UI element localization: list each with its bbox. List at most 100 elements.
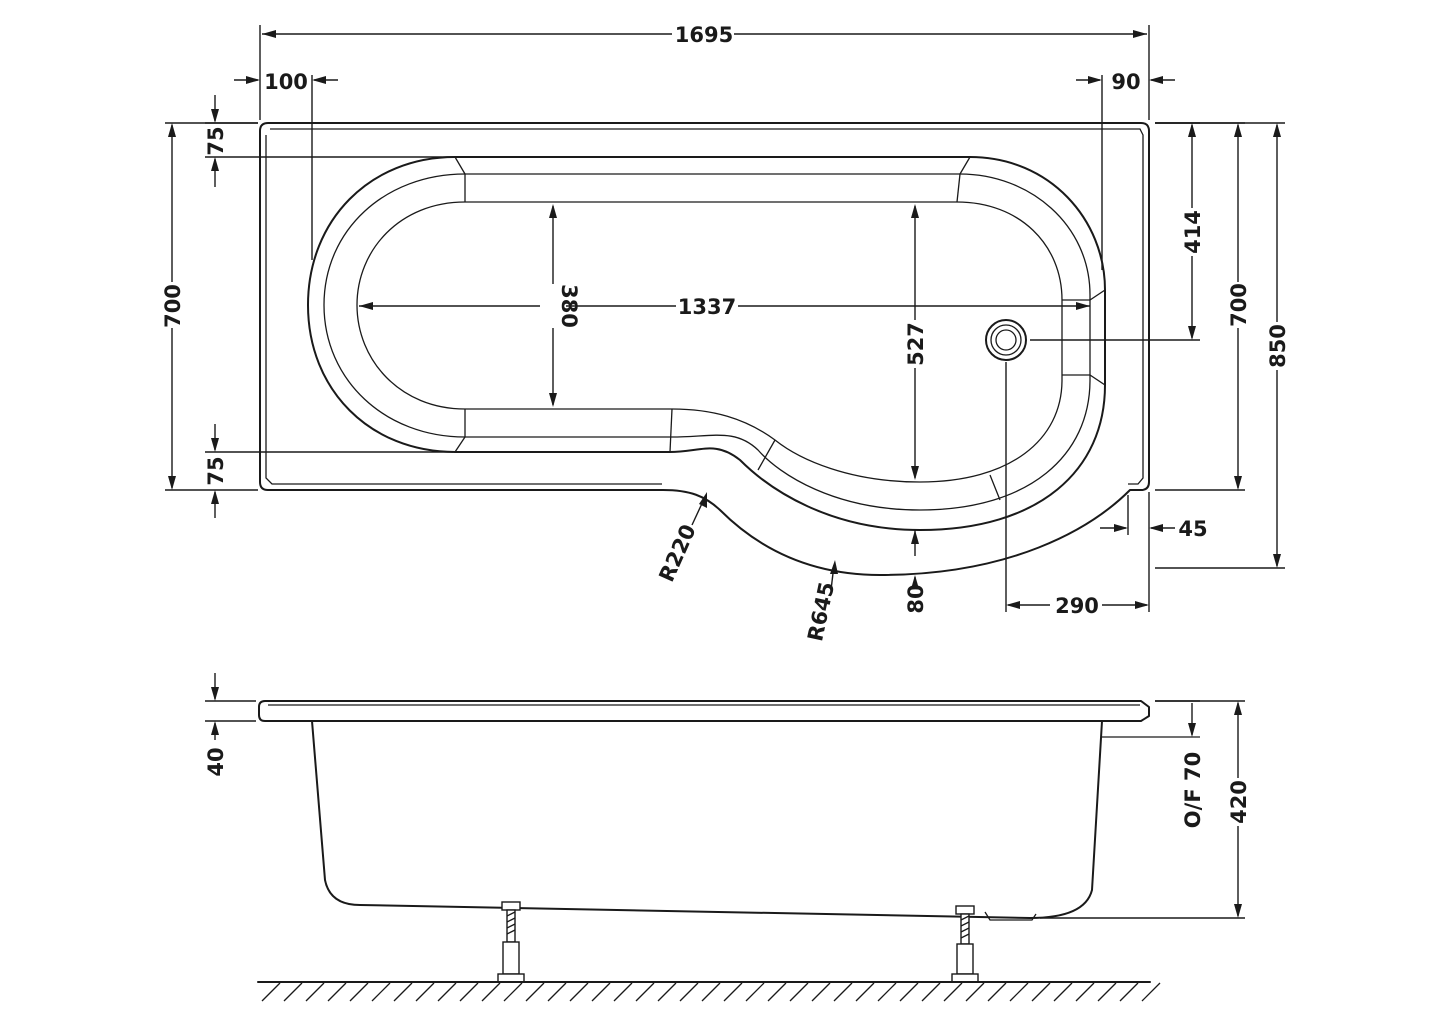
dim-waste-offset-label: 414 bbox=[1181, 210, 1205, 254]
floor-hatch-line bbox=[679, 982, 699, 1002]
dim-waste-from-end: 290 bbox=[1005, 362, 1150, 618]
dim-curve-rim: 80 bbox=[904, 530, 928, 614]
floor-hatch-line bbox=[745, 982, 765, 1002]
floor-hatch-line bbox=[327, 982, 347, 1002]
dim-bath-length-label: 1337 bbox=[678, 295, 736, 319]
dim-waste-offset: 414 bbox=[1030, 122, 1206, 341]
dim-right-width: 700 bbox=[1155, 122, 1252, 491]
dim-bottom-rim-label: 75 bbox=[204, 456, 228, 485]
dim-left-width: 700 bbox=[160, 122, 258, 491]
floor-hatch-line bbox=[503, 982, 523, 1002]
floor-hatch-line bbox=[635, 982, 655, 1002]
floor-hatch-line bbox=[1053, 982, 1073, 1002]
dim-corner-inset-label: 45 bbox=[1178, 517, 1207, 541]
floor-hatch-line bbox=[965, 982, 985, 1002]
floor-hatch-line bbox=[283, 982, 303, 1002]
floor-hatch-line bbox=[899, 982, 919, 1002]
bath-rim-inner bbox=[323, 173, 1091, 511]
seg-line bbox=[757, 439, 776, 471]
seg-line bbox=[669, 408, 673, 453]
dim-top-rim: 75 bbox=[204, 95, 453, 187]
floor-hatch-line bbox=[811, 982, 831, 1002]
dim-bath-length: 1337 bbox=[359, 293, 1090, 319]
floor-hatch-line bbox=[459, 982, 479, 1002]
dim-top-rim-label: 75 bbox=[204, 126, 228, 155]
leg-left-icon bbox=[497, 901, 525, 983]
bath-rim-outer bbox=[307, 156, 1106, 531]
dim-overall-height: 420 bbox=[1040, 700, 1252, 919]
dim-radius-small: R220 bbox=[654, 492, 707, 585]
dim-curve-rim-label: 80 bbox=[904, 584, 928, 613]
floor-hatch-line bbox=[393, 982, 413, 1002]
side-tub-body bbox=[311, 720, 1103, 919]
side-rim bbox=[258, 700, 1150, 722]
dim-radius-large: R645 bbox=[803, 560, 839, 643]
dim-right-deck-label: 90 bbox=[1111, 70, 1140, 94]
side-view: 40 O/F 70 420 bbox=[204, 673, 1252, 1002]
floor-hatch-line bbox=[1009, 982, 1029, 1002]
floor-hatch-line bbox=[481, 982, 501, 1002]
dim-overall-width-label: 850 bbox=[1266, 324, 1290, 368]
inner-deck-edge bbox=[270, 128, 1144, 485]
seg-line bbox=[959, 156, 971, 175]
dim-overflow: O/F 70 bbox=[1155, 700, 1205, 828]
seg-line bbox=[454, 156, 466, 175]
dim-rim-height-label: 40 bbox=[204, 747, 228, 776]
floor-hatch bbox=[257, 981, 1161, 1002]
floor-hatch-line bbox=[261, 982, 281, 1002]
floor-hatch-line bbox=[855, 982, 875, 1002]
dim-radius-small-label: R220 bbox=[654, 521, 700, 586]
floor-hatch-line bbox=[833, 982, 853, 1002]
floor-hatch-line bbox=[525, 982, 545, 1002]
floor-hatch-line bbox=[569, 982, 589, 1002]
floor-hatch-line bbox=[877, 982, 897, 1002]
floor-hatch-line bbox=[1031, 982, 1051, 1002]
dim-overall-height-label: 420 bbox=[1227, 780, 1251, 824]
floor-hatch-line bbox=[1119, 982, 1139, 1002]
seg-line bbox=[1089, 374, 1106, 386]
dim-radius-large-label: R645 bbox=[803, 580, 839, 644]
dim-right-width-label: 700 bbox=[1227, 283, 1251, 327]
seg-line bbox=[956, 173, 961, 203]
floor-hatch-line bbox=[701, 982, 721, 1002]
floor-hatch-line bbox=[371, 982, 391, 1002]
floor-hatch-line bbox=[591, 982, 611, 1002]
floor-hatch-line bbox=[1141, 982, 1161, 1002]
dim-waste-from-end-label: 290 bbox=[1055, 594, 1099, 618]
dim-end-width-label: 380 bbox=[557, 284, 581, 328]
outer-deck-outline bbox=[259, 122, 1150, 576]
dim-left-deck: 100 bbox=[234, 70, 338, 260]
dim-bottom-rim: 75 bbox=[204, 424, 453, 518]
plan-view: 1695 100 90 75 bbox=[160, 22, 1291, 643]
waste-outlet-icon bbox=[985, 319, 1027, 361]
dim-rim-height: 40 bbox=[204, 673, 256, 777]
seg-line bbox=[989, 474, 1001, 501]
floor-hatch-line bbox=[547, 982, 567, 1002]
floor-hatch-line bbox=[921, 982, 941, 1002]
floor-hatch-line bbox=[437, 982, 457, 1002]
dim-left-deck-label: 100 bbox=[264, 70, 308, 94]
floor-hatch-line bbox=[943, 982, 963, 1002]
dim-left-width-label: 700 bbox=[161, 284, 185, 328]
floor-hatch-line bbox=[415, 982, 435, 1002]
dim-right-deck: 90 bbox=[1076, 70, 1175, 270]
dim-inner-width: 527 bbox=[902, 204, 928, 480]
floor-hatch-line bbox=[1097, 982, 1117, 1002]
floor-hatch-line bbox=[657, 982, 677, 1002]
floor-hatch-line bbox=[613, 982, 633, 1002]
dim-overall-length: 1695 bbox=[259, 22, 1150, 120]
seg-line bbox=[1089, 289, 1106, 301]
floor-hatch-line bbox=[723, 982, 743, 1002]
floor-hatch-line bbox=[1075, 982, 1095, 1002]
floor-hatch-line bbox=[349, 982, 369, 1002]
dim-inner-width-label: 527 bbox=[904, 322, 928, 366]
dim-overflow-label: O/F 70 bbox=[1181, 752, 1205, 828]
dim-overall-length-label: 1695 bbox=[675, 23, 733, 47]
floor-hatch-line bbox=[767, 982, 787, 1002]
seg-line bbox=[454, 436, 466, 453]
leg-right-icon bbox=[951, 905, 979, 983]
bath-floor bbox=[356, 201, 1063, 483]
dim-overall-width: 850 bbox=[1155, 122, 1291, 569]
dim-corner-inset: 45 bbox=[1100, 495, 1208, 541]
